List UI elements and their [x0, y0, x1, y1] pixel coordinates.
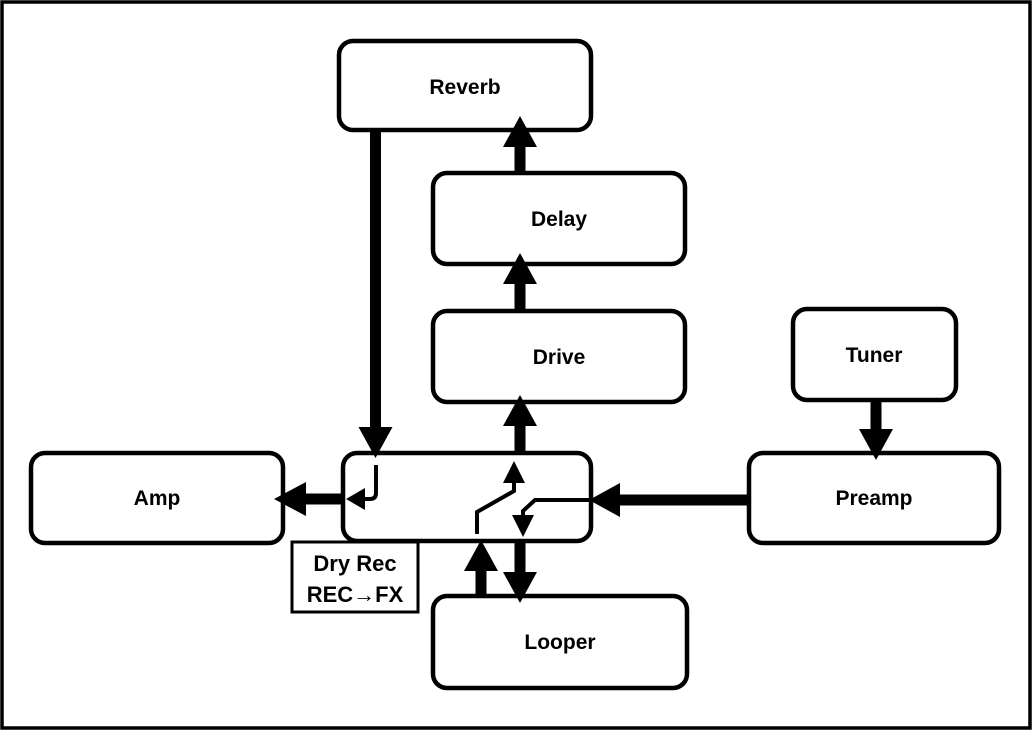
node-drive-label: Drive	[533, 346, 586, 369]
node-amp-label: Amp	[134, 487, 181, 510]
edge-switcher-to-drive-arrowhead	[503, 395, 537, 426]
edge-tuner-to-preamp-arrowhead	[859, 429, 893, 460]
edge-switcher-to-looper-send-arrowhead	[503, 572, 537, 603]
route-preamp-input-to-looper-send-arrowhead	[512, 515, 534, 537]
annotation: Dry Rec REC→FX	[290, 540, 420, 614]
route-preamp-input-to-looper-send	[512, 498, 590, 537]
edge-drive-to-delay-arrowhead	[503, 253, 537, 284]
route-preamp-input-to-looper-send-wire	[521, 498, 590, 515]
annotation-line2: REC→FX	[307, 582, 404, 607]
edge-switcher-to-looper-send	[503, 540, 537, 603]
edge-delay-to-reverb	[503, 116, 537, 174]
node-reverb-label: Reverb	[429, 76, 500, 99]
edge-switcher-to-drive	[503, 395, 537, 454]
node-delay-label: Delay	[531, 208, 587, 231]
node-delay	[430, 170, 688, 267]
edge-reverb-to-switcher-arrowhead	[358, 427, 393, 458]
nodes: Reverb Delay Drive Tuner Amp Preamp Loop…	[28, 38, 1002, 691]
edge-reverb-to-switcher	[358, 128, 393, 458]
annotation-line1: Dry Rec	[313, 551, 396, 576]
edges	[274, 116, 893, 603]
edge-drive-to-delay	[503, 253, 537, 312]
route-reverb-input-to-amp-output	[346, 465, 378, 510]
route-reverb-input-to-amp-output-arrowhead	[346, 488, 365, 510]
route-reverb-input-to-amp-output-wire	[365, 465, 378, 501]
switcher-internal-routes	[346, 461, 590, 537]
node-preamp-label: Preamp	[835, 487, 912, 510]
edge-tuner-to-preamp	[859, 399, 893, 460]
annotation-box	[290, 540, 420, 614]
route-looper-return-to-fx-send-wire	[475, 483, 516, 534]
route-looper-return-to-fx-send-arrowhead	[503, 461, 525, 483]
node-tuner-label: Tuner	[846, 344, 903, 367]
edge-preamp-to-switcher-arrowhead	[589, 483, 620, 517]
route-looper-return-to-fx-send	[475, 461, 525, 534]
edge-switcher-to-amp-arrowhead	[274, 482, 306, 516]
edge-looper-to-switcher-return-arrowhead	[464, 540, 498, 571]
edge-switcher-to-amp	[274, 482, 344, 516]
node-reverb	[336, 38, 594, 133]
node-switcher	[340, 450, 594, 544]
edge-delay-to-reverb-arrowhead	[503, 116, 537, 147]
node-looper	[430, 593, 690, 691]
edge-looper-to-switcher-return	[464, 540, 498, 596]
edge-preamp-to-switcher	[589, 483, 749, 517]
node-looper-label: Looper	[524, 631, 595, 654]
node-drive	[430, 308, 688, 405]
